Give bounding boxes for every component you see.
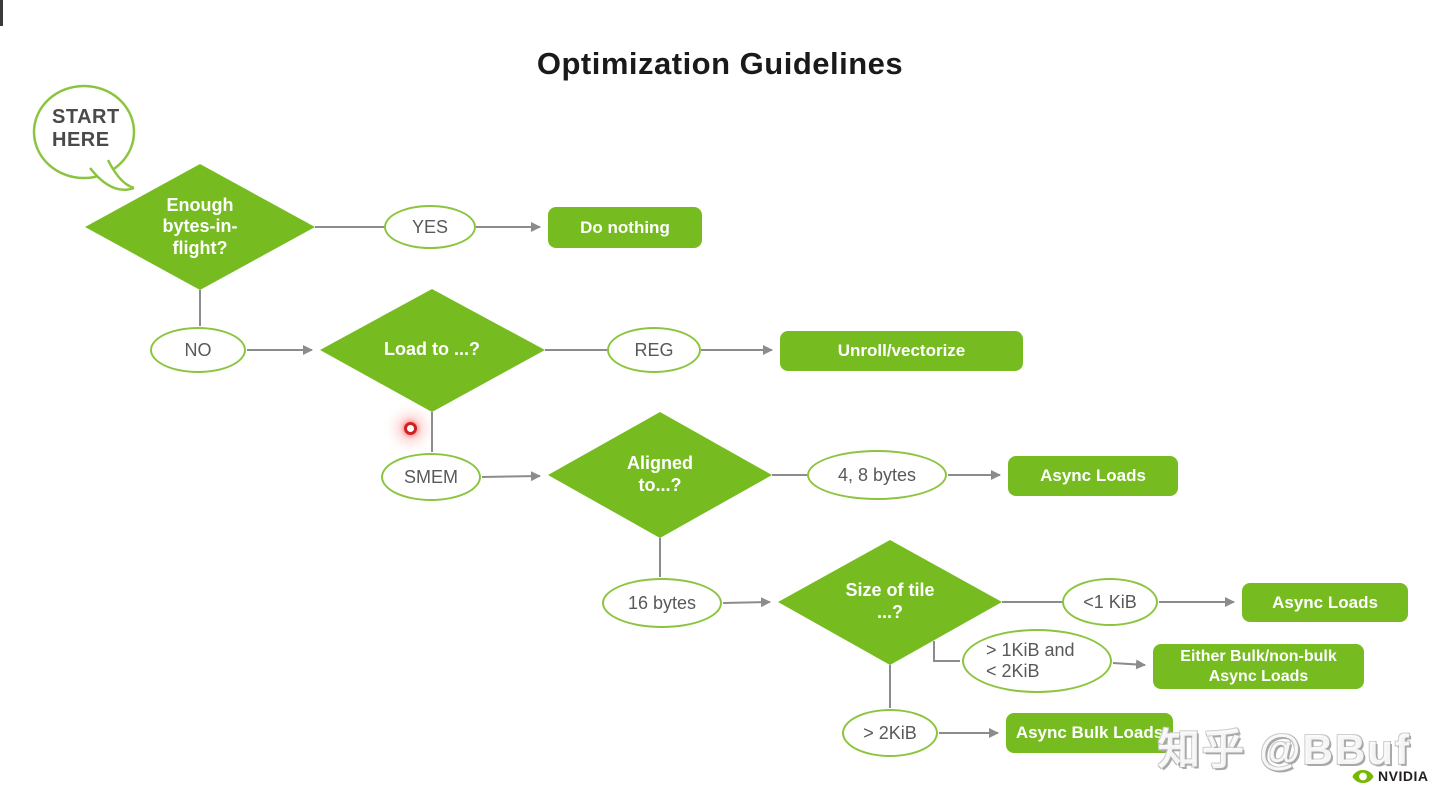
branch-smem: SMEM	[381, 453, 481, 501]
branch-1-to-2kib: > 1KiB and < 2KiB	[962, 629, 1112, 693]
branch-lt-1kib: <1 KiB	[1062, 578, 1158, 626]
action-async-loads-1: Async Loads	[1008, 456, 1178, 496]
nvidia-logo-text: NVIDIA	[1378, 768, 1429, 784]
action-do-nothing: Do nothing	[548, 207, 702, 248]
nvidia-eye-icon	[1352, 769, 1374, 784]
decision-diamond-bytes-in-flight	[85, 164, 315, 290]
action-async-bulk-loads: Async Bulk Loads	[1006, 713, 1173, 753]
start-here-label: START HERE	[52, 106, 120, 151]
decision-diamond-aligned-to	[548, 412, 772, 538]
branch-no: NO	[150, 327, 246, 373]
page-title: Optimization Guidelines	[536, 46, 904, 81]
zhihu-watermark: 知乎 @BBuf	[1158, 726, 1411, 773]
laser-pointer-dot	[404, 422, 417, 435]
action-async-loads-2: Async Loads	[1242, 583, 1408, 622]
branch-16-bytes: 16 bytes	[602, 578, 722, 628]
start-here-bubble	[32, 84, 136, 191]
decision-diamonds	[85, 164, 1002, 665]
branch-yes: YES	[384, 205, 476, 249]
arrow-1to2kib-either	[1112, 659, 1146, 670]
arrow-connectors	[247, 222, 1235, 738]
decision-diamond-size-of-tile	[778, 540, 1002, 665]
branch-4-8-bytes: 4, 8 bytes	[807, 450, 947, 500]
arrow-16-d4	[722, 597, 771, 608]
action-either-bulk: Either Bulk/non-bulk Async Loads	[1153, 644, 1364, 689]
branch-reg: REG	[607, 327, 701, 373]
screen-edge-artifact	[0, 0, 3, 26]
branch-gt-2kib: > 2KiB	[842, 709, 938, 757]
connector-d4-1to2kib	[933, 641, 960, 662]
nvidia-logo: NVIDIA	[1352, 768, 1428, 784]
plain-connectors	[199, 226, 1063, 708]
action-unroll-vectorize: Unroll/vectorize	[780, 331, 1023, 371]
arrow-smem-d3	[481, 471, 541, 482]
decision-diamond-load-to	[320, 289, 545, 412]
